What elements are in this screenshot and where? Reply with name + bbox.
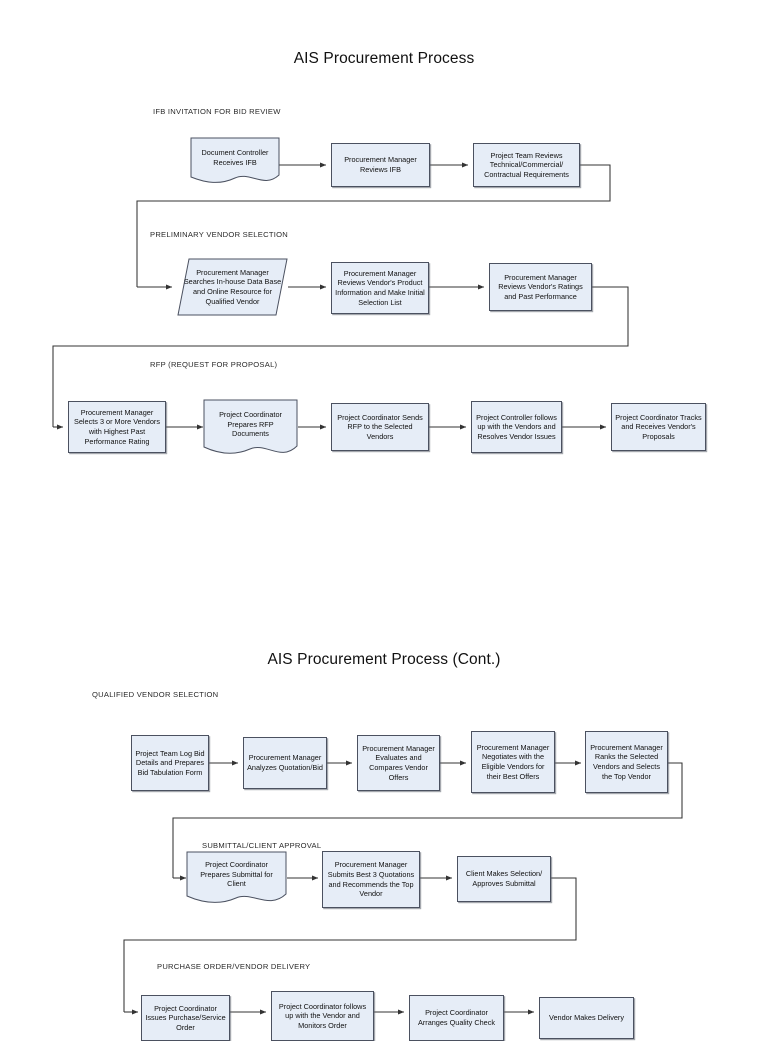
node-label: Procurement Manager Submits Best 3 Quota… xyxy=(327,860,415,899)
section-label-submittal-client-approval: SUBMITTAL/CLIENT APPROVAL xyxy=(202,841,322,850)
node-label: Procurement Manager Searches In-house Da… xyxy=(183,267,282,306)
section-label-rfp: RFP (REQUEST FOR PROPOSAL) xyxy=(150,360,278,369)
process-node-pm-ranks-selected-vendors[interactable]: Procurement Manager Ranks the Selected V… xyxy=(585,731,668,793)
node-label: Procurement Manager Reviews Vendor's Rat… xyxy=(498,272,583,301)
process-node-pm-searches-database-for-qualified-vendor[interactable]: Procurement Manager Searches In-house Da… xyxy=(177,258,288,316)
node-label: Procurement Manager Ranks the Selected V… xyxy=(590,742,663,781)
node-label: Project Coordinator Issues Purchase/Serv… xyxy=(145,1003,226,1032)
node-label: Project Controller follows up with the V… xyxy=(476,412,557,441)
node-label: Document Controller Receives IFB xyxy=(201,147,269,167)
node-label: Procurement Manager Selects 3 or More Ve… xyxy=(74,407,160,446)
process-node-pm-selects-vendors-highest-rating[interactable]: Procurement Manager Selects 3 or More Ve… xyxy=(68,401,166,453)
document-shape-icon xyxy=(186,851,287,903)
node-label: Procurement Manager Reviews IFB xyxy=(344,155,417,174)
section-label-qualified-vendor-selection: QUALIFIED VENDOR SELECTION xyxy=(92,690,219,699)
process-node-project-coordinator-issues-purchase-order[interactable]: Project Coordinator Issues Purchase/Serv… xyxy=(141,995,230,1041)
document-shape-icon xyxy=(177,258,288,316)
process-node-procurement-manager-reviews-ifb[interactable]: Procurement Manager Reviews IFB xyxy=(331,143,430,187)
process-node-project-coordinator-prepares-submittal[interactable]: Project Coordinator Prepares Submittal f… xyxy=(186,851,287,907)
process-node-project-coordinator-follows-up-vendor[interactable]: Project Coordinator follows up with the … xyxy=(271,991,374,1041)
node-label: Procurement Manager Reviews Vendor's Pro… xyxy=(335,268,425,307)
process-node-document-controller-receives-ifb[interactable]: Document Controller Receives IFB xyxy=(190,137,280,187)
process-node-project-coordinator-tracks-proposals[interactable]: Project Coordinator Tracks and Receives … xyxy=(611,403,706,451)
process-node-pm-reviews-vendor-ratings[interactable]: Procurement Manager Reviews Vendor's Rat… xyxy=(489,263,592,311)
node-label: Project Coordinator Prepares Submittal f… xyxy=(200,860,273,889)
document-shape-icon xyxy=(203,399,298,454)
page-title-1: AIS Procurement Process xyxy=(293,50,475,67)
process-node-project-controller-follows-up-vendors[interactable]: Project Controller follows up with the V… xyxy=(471,401,562,453)
node-label: Project Coordinator Prepares RFP Documen… xyxy=(219,410,282,439)
node-label: Procurement Manager Analyzes Quotation/B… xyxy=(247,753,323,772)
node-label: Project Coordinator follows up with the … xyxy=(278,1001,367,1030)
process-node-project-coordinator-prepares-rfp-documents[interactable]: Project Coordinator Prepares RFP Documen… xyxy=(203,399,298,459)
process-node-pm-reviews-vendor-product-information[interactable]: Procurement Manager Reviews Vendor's Pro… xyxy=(331,262,429,314)
section-label-purchase-order-vendor-delivery: PURCHASE ORDER/VENDOR DELIVERY xyxy=(157,962,311,971)
node-label: Project Coordinator Sends RFP to the Sel… xyxy=(337,412,423,441)
node-label: Project Coordinator Tracks and Receives … xyxy=(615,412,702,441)
section-label-preliminary-vendor-selection: PRELIMINARY VENDOR SELECTION xyxy=(150,230,288,239)
process-node-pm-evaluates-compares-vendor-offers[interactable]: Procurement Manager Evaluates and Compar… xyxy=(357,735,440,791)
process-node-vendor-makes-delivery[interactable]: Vendor Makes Delivery xyxy=(539,997,634,1039)
process-node-project-coordinator-sends-rfp[interactable]: Project Coordinator Sends RFP to the Sel… xyxy=(331,403,429,451)
node-label: Project Team Log Bid Details and Prepare… xyxy=(135,748,205,777)
section-label-ifb: IFB INVITATION FOR BID REVIEW xyxy=(153,107,281,116)
process-node-pm-submits-best-three-quotations[interactable]: Procurement Manager Submits Best 3 Quota… xyxy=(322,851,420,908)
node-label: Vendor Makes Delivery xyxy=(548,1013,625,1023)
node-label: Procurement Manager Evaluates and Compar… xyxy=(362,743,435,782)
node-label: Project Team Reviews Technical/Commercia… xyxy=(484,150,569,179)
document-shape-icon xyxy=(190,137,280,183)
process-node-project-team-reviews-requirements[interactable]: Project Team Reviews Technical/Commercia… xyxy=(473,143,580,187)
process-node-pm-analyzes-quotation-bid[interactable]: Procurement Manager Analyzes Quotation/B… xyxy=(243,737,327,789)
node-label: Procurement Manager Negotiates with the … xyxy=(476,742,550,781)
node-label: Project Coordinator Arranges Quality Che… xyxy=(417,1008,496,1027)
process-node-pm-negotiates-with-eligible-vendors[interactable]: Procurement Manager Negotiates with the … xyxy=(471,731,555,793)
page-title-2: AIS Procurement Process (Cont.) xyxy=(267,651,501,668)
process-node-project-coordinator-arranges-quality-check[interactable]: Project Coordinator Arranges Quality Che… xyxy=(409,995,504,1041)
node-label: Client Makes Selection/ Approves Submitt… xyxy=(465,869,543,888)
process-node-client-makes-selection-approves-submittal[interactable]: Client Makes Selection/ Approves Submitt… xyxy=(457,856,551,902)
process-node-project-team-log-bid-details[interactable]: Project Team Log Bid Details and Prepare… xyxy=(131,735,209,791)
